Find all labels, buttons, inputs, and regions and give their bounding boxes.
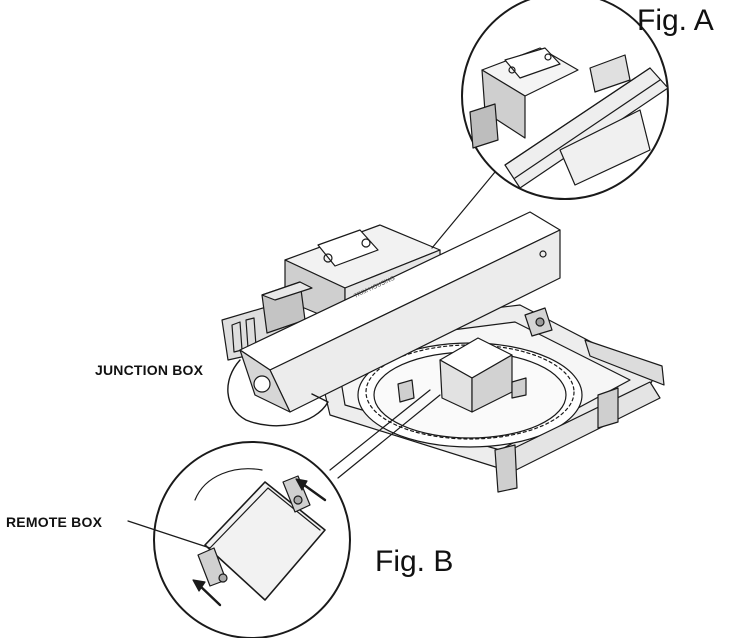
right-bracket bbox=[597, 387, 619, 429]
fig-a-transformer bbox=[469, 103, 499, 149]
fig-b-arrow-bottom-head bbox=[192, 579, 206, 592]
driver-clip-screw-2 bbox=[361, 238, 371, 248]
junction-box-outline bbox=[227, 359, 329, 427]
fig-b-label: Fig. B bbox=[375, 545, 454, 578]
fig-b-detail bbox=[127, 389, 441, 639]
fig-a-driver-front bbox=[481, 69, 526, 139]
fig-a-clip bbox=[504, 47, 561, 79]
fig-a-detail bbox=[431, 0, 669, 249]
fig-a-screw-1 bbox=[508, 66, 516, 74]
transformer-top bbox=[261, 281, 313, 301]
fig-a-rail-edge bbox=[504, 67, 661, 179]
fig-a-label: Fig. A bbox=[637, 4, 714, 37]
knockout-hole-rail bbox=[539, 250, 547, 258]
junction-box-callout: JUNCTION BOX bbox=[95, 362, 204, 378]
fig-b-screw-top bbox=[293, 495, 303, 505]
fig-a-lower-structure bbox=[559, 109, 651, 186]
remote-box-tab-left bbox=[397, 379, 415, 403]
driver-clip-screw-1 bbox=[323, 253, 333, 263]
fig-a-bracket bbox=[589, 54, 631, 93]
fig-b-arrow-top-head bbox=[295, 478, 308, 491]
fig-b-leader-2 bbox=[337, 394, 441, 479]
right-rail-outer bbox=[584, 339, 665, 386]
driver-clip bbox=[317, 229, 379, 267]
housing-assembly: TRIM HOUSING bbox=[221, 211, 665, 493]
fig-b-screw-bottom bbox=[218, 573, 228, 583]
remote-box-callout: REMOTE BOX bbox=[6, 514, 103, 530]
clip-screw bbox=[535, 317, 545, 327]
remote-box-tab-right bbox=[511, 377, 527, 399]
knockout-hole bbox=[253, 375, 271, 393]
fig-b-tab-top bbox=[282, 475, 311, 513]
fig-a-screw-2 bbox=[544, 53, 552, 61]
fig-b-leader-1 bbox=[329, 389, 431, 471]
remote-box-leader bbox=[127, 520, 211, 549]
bottom-bracket bbox=[494, 444, 518, 493]
fig-a-leader bbox=[431, 171, 496, 249]
fig-b-remote-box-edge bbox=[209, 487, 321, 549]
fig-b-ring-arc bbox=[194, 468, 263, 501]
